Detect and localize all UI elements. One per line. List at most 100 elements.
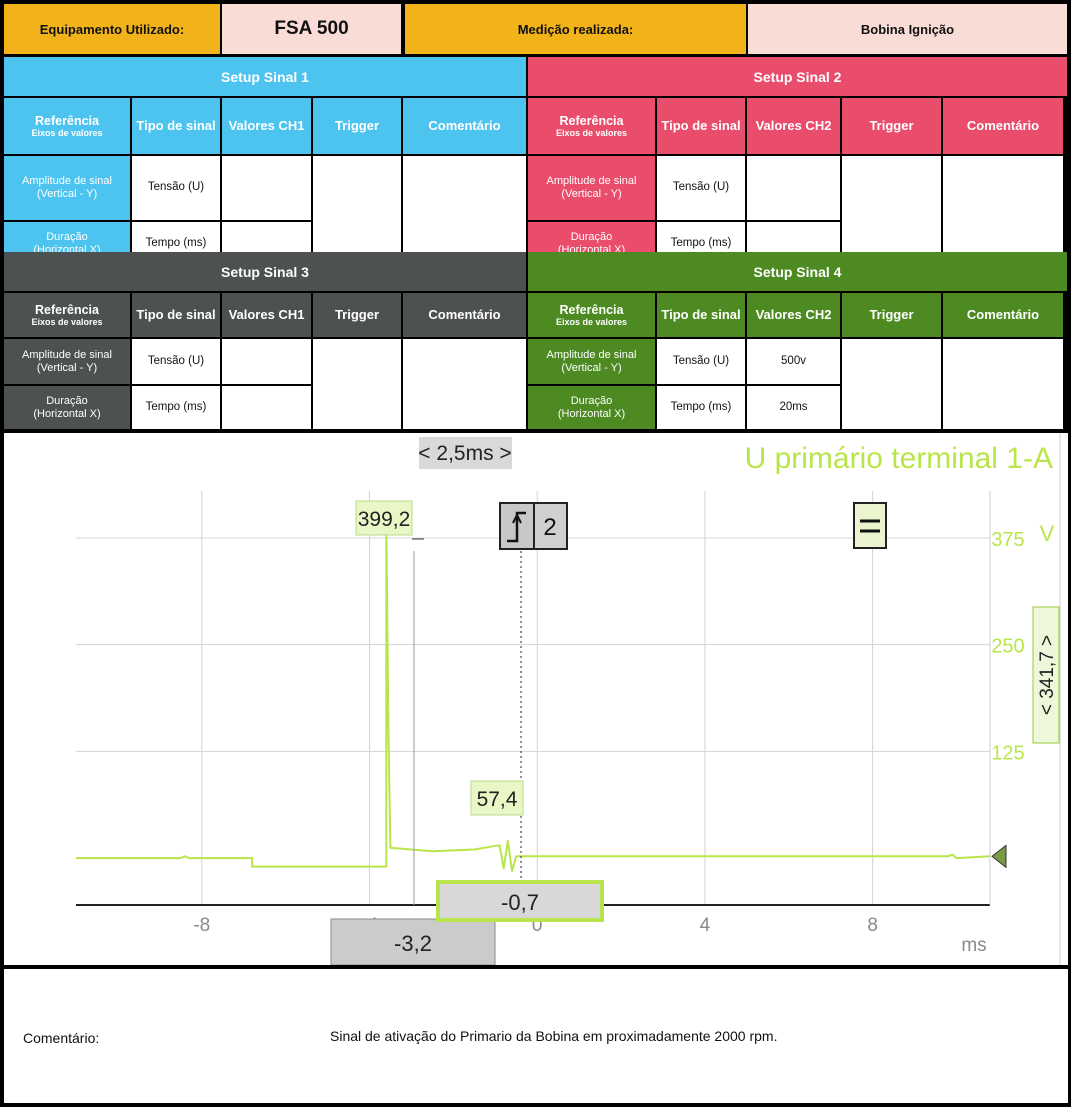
trigger-cell	[842, 339, 941, 429]
peak-marker-label: 399,2	[358, 508, 411, 531]
x-tick-label: 8	[867, 915, 878, 936]
x-unit-label: ms	[961, 935, 986, 956]
comentario-header: Comentário	[943, 98, 1063, 154]
comment-text: Sinal de ativação do Primario da Bobina …	[330, 1028, 778, 1044]
amplitude-title: Amplitude de sinal	[22, 175, 112, 188]
y-tick-label: 250	[991, 636, 1024, 658]
tempo-cell: Tempo (ms)	[657, 386, 745, 429]
trigger-header: Trigger	[842, 98, 941, 154]
tipo-header: Tipo de sinal	[132, 98, 220, 154]
setup-title: Setup Sinal 3	[4, 252, 526, 291]
x-tick-label: 0	[532, 915, 543, 936]
valores-header: Valores CH1	[222, 293, 311, 337]
menu-icon	[853, 502, 887, 549]
ref-subtitle: Eixos de valores	[555, 128, 628, 139]
ground-level-marker	[991, 844, 1007, 869]
comentario-header: Comentário	[943, 293, 1063, 337]
tensao-cell: Tensão (U)	[132, 339, 220, 384]
amplitude-subtitle: (Vertical - Y)	[36, 361, 98, 374]
setup-sinal-1: Setup Sinal 1 Referência Eixos de valore…	[4, 57, 526, 266]
duracao-title: Duração	[46, 394, 88, 407]
amplitude-label: Amplitude de sinal (Vertical - Y)	[528, 339, 655, 384]
comentario-cell	[943, 156, 1063, 266]
comentario-header: Comentário	[403, 98, 526, 154]
y-unit-label: V	[1040, 521, 1055, 546]
comment-box: Comentário: Sinal de ativação do Primari…	[4, 969, 1068, 1103]
mid-marker-box	[470, 780, 524, 816]
duracao-title: Duração	[570, 231, 613, 244]
duracao-subtitle: (Horizontal X)	[33, 407, 101, 420]
oscilloscope-view: -8-4048375250125msV U primário terminal …	[4, 433, 1068, 965]
setup-sinal-2: Setup Sinal 2 Referência Eixos de valore…	[528, 57, 1067, 266]
duracao-value	[222, 386, 311, 429]
tipo-header: Tipo de sinal	[657, 98, 745, 154]
tipo-header: Tipo de sinal	[132, 293, 220, 337]
volt-div-box	[1032, 606, 1060, 744]
trigger-channel-label: 2	[543, 514, 556, 541]
ref-subtitle: Eixos de valores	[31, 317, 103, 328]
duracao-title: Duração	[46, 231, 88, 244]
trigger-cell	[313, 339, 401, 429]
measurement-label: Medição realizada:	[405, 4, 746, 54]
x-tick-label: -8	[193, 915, 210, 936]
ref-title: Referência	[35, 113, 99, 128]
trigger-header: Trigger	[313, 98, 401, 154]
time-div-label: < 2,5ms >	[418, 442, 511, 465]
amplitude-value: 500v	[747, 339, 840, 384]
setup-title: Setup Sinal 1	[4, 57, 526, 96]
cursor-a-label: -0,7	[501, 890, 539, 915]
amplitude-value	[747, 156, 840, 220]
tensao-cell: Tensão (U)	[132, 156, 220, 220]
ref-header: Referência Eixos de valores	[4, 293, 130, 337]
ref-title: Referência	[559, 302, 624, 317]
peak-marker-box	[355, 500, 413, 536]
amplitude-label: Amplitude de sinal (Vertical - Y)	[528, 156, 655, 220]
trigger-cell	[842, 156, 941, 266]
comentario-cell	[403, 339, 526, 429]
valores-header: Valores CH2	[747, 293, 840, 337]
amplitude-subtitle: (Vertical - Y)	[36, 188, 98, 200]
rising-edge-icon	[507, 511, 526, 543]
equipment-value: FSA 500	[222, 4, 401, 54]
comment-label: Comentário:	[23, 1030, 100, 1046]
ref-header: Referência Eixos de valores	[528, 293, 655, 337]
amplitude-title: Amplitude de sinal	[546, 175, 637, 188]
trigger-channel-box	[533, 502, 568, 550]
setup-title: Setup Sinal 4	[528, 252, 1067, 291]
setup-title: Setup Sinal 2	[528, 57, 1067, 96]
ref-subtitle: Eixos de valores	[31, 128, 103, 139]
trace-title: U primário terminal 1-A	[745, 442, 1053, 475]
duracao-label: Duração (Horizontal X)	[4, 386, 130, 429]
trigger-header: Trigger	[842, 293, 941, 337]
trigger-cell	[313, 156, 401, 266]
x-tick-label: 4	[700, 915, 711, 936]
duracao-title: Duração	[570, 394, 613, 407]
amplitude-title: Amplitude de sinal	[22, 348, 112, 361]
mid-marker-label: 57,4	[477, 788, 518, 811]
amplitude-label: Amplitude de sinal (Vertical - Y)	[4, 339, 130, 384]
ref-subtitle: Eixos de valores	[555, 317, 628, 328]
cursor-a-box	[436, 880, 604, 922]
ref-header: Referência Eixos de valores	[4, 98, 130, 154]
amplitude-value	[222, 339, 311, 384]
volt-div-label: < 341,7 >	[1037, 635, 1058, 715]
duracao-subtitle: (Horizontal X)	[557, 407, 626, 420]
comentario-cell	[943, 339, 1063, 429]
amplitude-label: Amplitude de sinal (Vertical - Y)	[4, 156, 130, 220]
valores-header: Valores CH2	[747, 98, 840, 154]
comentario-header: Comentário	[403, 293, 526, 337]
ref-title: Referência	[559, 113, 624, 128]
comentario-cell	[403, 156, 526, 266]
amplitude-subtitle: (Vertical - Y)	[561, 361, 622, 374]
duracao-label: Duração (Horizontal X)	[528, 386, 655, 429]
equipment-label: Equipamento Utilizado:	[4, 4, 220, 54]
amplitude-subtitle: (Vertical - Y)	[561, 188, 622, 200]
setup-sinal-4: Setup Sinal 4 Referência Eixos de valore…	[528, 252, 1067, 430]
setup-sinal-3: Setup Sinal 3 Referência Eixos de valore…	[4, 252, 526, 430]
time-div-box	[419, 437, 512, 469]
y-tick-label: 125	[991, 742, 1024, 764]
trigger-header: Trigger	[313, 293, 401, 337]
measurement-value: Bobina Ignição	[748, 4, 1067, 54]
ref-header: Referência Eixos de valores	[528, 98, 655, 154]
